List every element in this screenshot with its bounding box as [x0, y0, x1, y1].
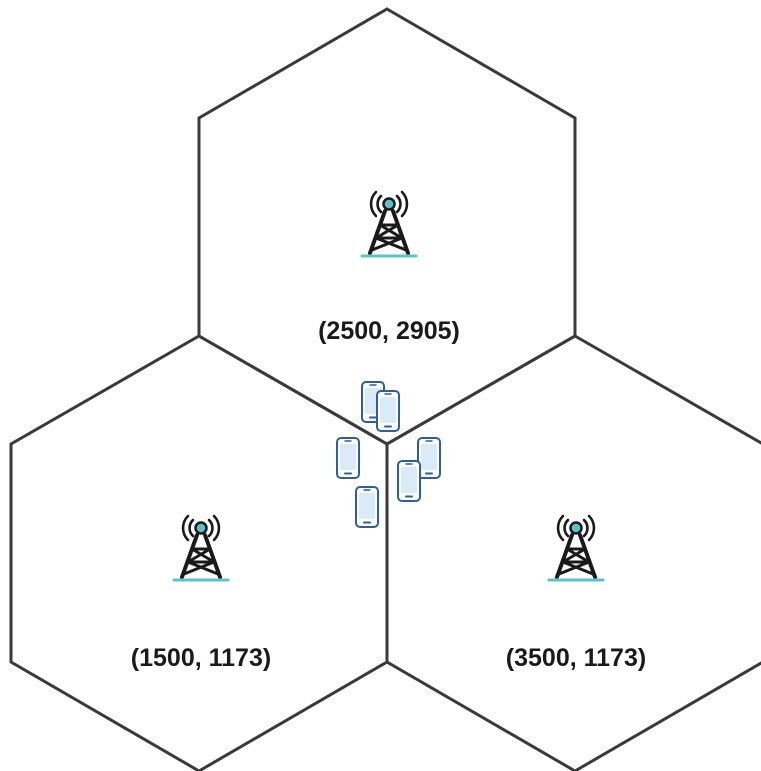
cell-right-label: (3500, 1173): [506, 644, 646, 672]
cell-tower-icon: [172, 514, 230, 582]
cell-left-label: (1500, 1173): [131, 644, 271, 672]
smartphone-icon: [397, 460, 421, 502]
smartphone-icon: [376, 390, 400, 432]
cell-top-label: (2500, 2905): [318, 317, 460, 345]
cell-tower-icon: [547, 514, 605, 582]
smartphone-icon: [336, 437, 360, 479]
hex-cell-right: [385, 334, 761, 771]
smartphone-icon: [417, 437, 441, 479]
smartphone-icon: [355, 486, 379, 528]
cell-tower-icon: [360, 190, 418, 258]
